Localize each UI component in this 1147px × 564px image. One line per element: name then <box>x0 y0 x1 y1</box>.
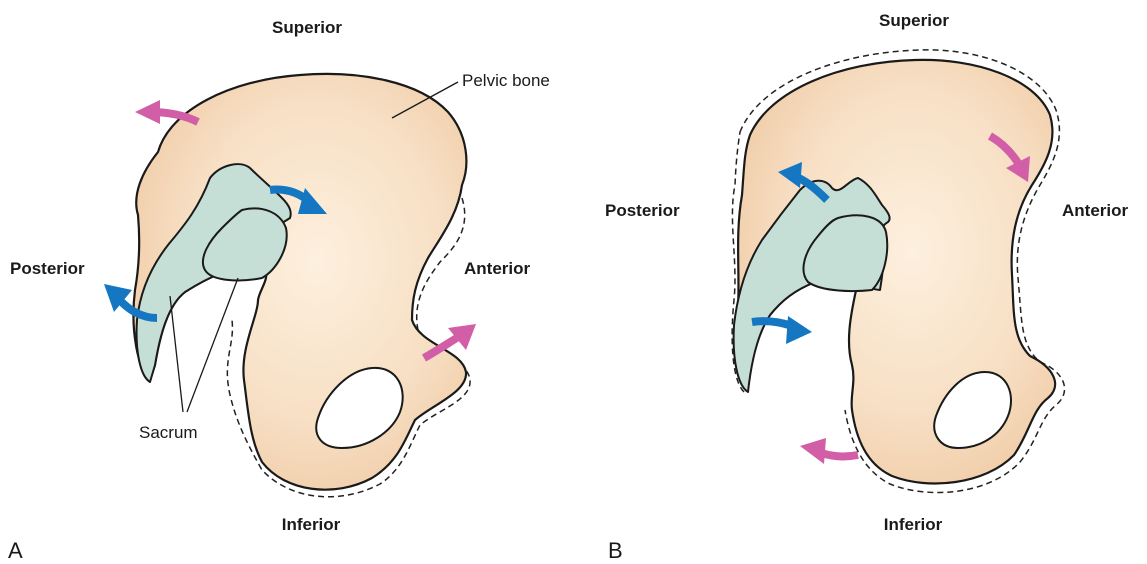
panel-a-sacrum-leader-1 <box>170 296 183 412</box>
panel-b-inferior-label: Inferior <box>884 515 943 534</box>
panel-b: Superior Posterior Anterior Inferior B <box>605 11 1129 563</box>
panel-b-pink-arrowhead-bottom <box>800 438 826 464</box>
panel-a-superior-label: Superior <box>272 18 342 37</box>
panel-b-letter: B <box>608 538 623 563</box>
panel-a-sacrum-label: Sacrum <box>139 423 198 442</box>
panel-a: Superior Pelvic bone Posterior Anterior … <box>8 18 550 563</box>
panel-b-superior-label: Superior <box>879 11 949 30</box>
panel-b-posterior-label: Posterior <box>605 201 680 220</box>
panel-a-inferior-label: Inferior <box>282 515 341 534</box>
panel-a-pink-arrowhead-top <box>135 100 160 124</box>
panel-a-pelvic-bone-label: Pelvic bone <box>462 71 550 90</box>
panel-b-anterior-label: Anterior <box>1062 201 1129 220</box>
panel-b-blue-arrowhead-bottom <box>786 316 812 344</box>
panel-a-anterior-label: Anterior <box>464 259 531 278</box>
panel-b-blue-arrow-bottom <box>752 321 792 326</box>
panel-a-posterior-label: Posterior <box>10 259 85 278</box>
panel-a-letter: A <box>8 538 23 563</box>
